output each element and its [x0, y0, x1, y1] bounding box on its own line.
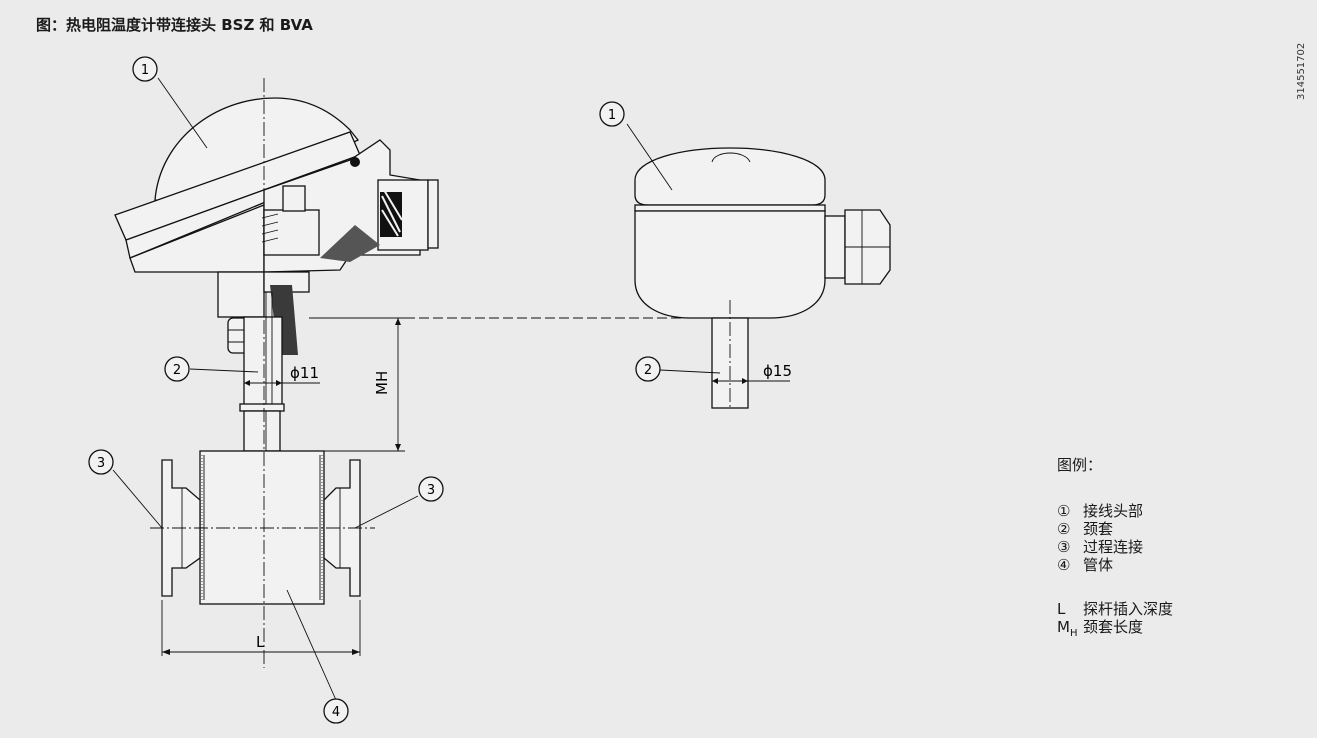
- dim-phi11-label: ϕ11: [290, 364, 319, 382]
- callout-2-right: [635, 356, 661, 382]
- head-lid-right: [634, 147, 826, 206]
- callout-4: [323, 698, 349, 724]
- head-dome-left: [154, 97, 360, 206]
- callout-1-right-label: 1: [608, 108, 616, 123]
- callout-3-right: [418, 476, 444, 502]
- callout-2-left: [164, 356, 190, 382]
- document-id: 314551702: [1296, 42, 1307, 100]
- dim-MH-label: MH: [373, 371, 391, 395]
- cable-gland-right: [824, 215, 846, 279]
- head-neck-left: [217, 271, 265, 318]
- callout-4-label: 4: [332, 705, 340, 720]
- callout-1-left-label: 1: [141, 63, 149, 78]
- callout-1-left: [132, 56, 158, 82]
- dim-phi15-label: ϕ15: [763, 362, 792, 380]
- callout-3-left: [88, 449, 114, 475]
- right-assembly: [626, 123, 891, 409]
- callouts: 1 1 2 2 3 3 4: [88, 56, 661, 724]
- pipe-body: [199, 450, 325, 605]
- dim-L-label: L: [256, 633, 265, 651]
- callout-3-left-label: 3: [97, 456, 105, 471]
- clamp-flange-right: [323, 459, 361, 597]
- head-body-right: [634, 210, 826, 319]
- left-assembly: [112, 77, 690, 701]
- legend-title: 图例：: [1057, 456, 1103, 474]
- callout-2-left-label: 2: [173, 363, 181, 378]
- callout-1-right: [599, 101, 625, 127]
- callout-2-right-label: 2: [644, 363, 652, 378]
- figure-title: 图：热电阻温度计带连接头 BSZ 和 BVA: [36, 16, 313, 34]
- neck-tube-left: [243, 316, 283, 408]
- callout-3-right-label: 3: [427, 483, 435, 498]
